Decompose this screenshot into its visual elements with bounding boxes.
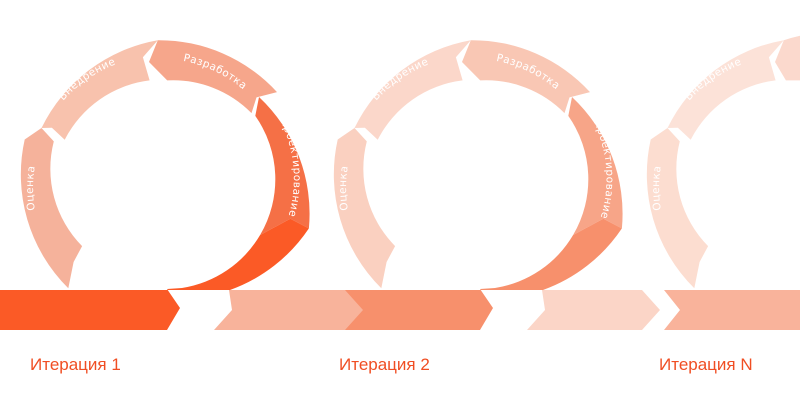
iteration-n-label: Итерация N	[659, 355, 753, 374]
iteration-1-evaluation-label: Оценка	[24, 165, 38, 212]
iteration-2-planning-band	[340, 218, 622, 330]
iteration-1-deployment-segment	[41, 40, 158, 140]
connector-arrow-1-to-2	[214, 290, 363, 330]
iteration-2-design-segment	[568, 97, 623, 235]
iteration-2-label: Итерация 2	[339, 355, 430, 374]
iteration-2-development-segment	[462, 40, 590, 114]
iteration-1-planning-band	[0, 218, 309, 330]
iteration-1-label: Итерация 1	[30, 355, 121, 374]
iteration-n-evaluation-label: Оценка	[650, 165, 664, 212]
iteration-1-design-segment	[255, 97, 310, 235]
iteration-2-deployment-segment	[354, 40, 471, 140]
iteration-n-deployment-segment	[667, 40, 784, 140]
iteration-n-cycle: Разработка Внедрение Оценка	[646, 35, 800, 330]
iteration-n-evaluation-segment	[646, 128, 709, 289]
iteration-2-evaluation-label: Оценка	[337, 165, 351, 212]
iteration-1-cycle: Планирование Проектирование Разработка В…	[0, 40, 310, 330]
connector-arrow-2-to-n	[527, 290, 660, 330]
iteration-n-development-segment	[775, 35, 800, 81]
iteration-1-development-segment	[149, 40, 277, 114]
iteration-2-evaluation-segment	[333, 128, 396, 289]
iteration-2-cycle: Планирование Проектирование Разработка В…	[333, 40, 623, 330]
iteration-1-evaluation-segment	[20, 128, 83, 289]
iteration-n-planning-band	[664, 290, 800, 330]
